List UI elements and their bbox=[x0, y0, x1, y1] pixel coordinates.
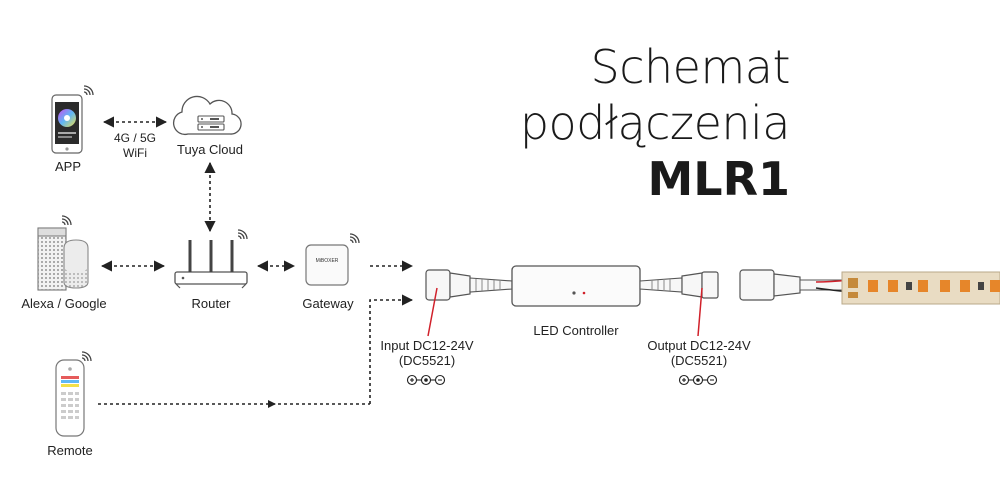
output-pointer-line bbox=[697, 287, 703, 337]
wifi-signal-icon bbox=[61, 215, 72, 226]
remote-icon bbox=[55, 359, 85, 437]
smart-speaker-icon bbox=[37, 227, 89, 291]
input-label: Input DC12-24V (DC5521) bbox=[368, 338, 486, 368]
led-strip-icon bbox=[841, 271, 1000, 305]
router-label: Router bbox=[191, 296, 231, 311]
wifi-signal-icon bbox=[349, 233, 360, 244]
controller-label: LED Controller bbox=[533, 323, 619, 338]
alexa-label: Alexa / Google bbox=[21, 296, 107, 311]
title-line-1: Schemat bbox=[590, 40, 791, 94]
cloud-icon bbox=[173, 95, 242, 136]
input-connector-icon bbox=[425, 269, 513, 301]
link-label: 4G / 5G WiFi bbox=[100, 131, 170, 161]
wifi-signal-icon bbox=[81, 351, 92, 362]
gateway-brand-text: MiBOXER bbox=[316, 258, 339, 264]
arrow-remote-input bbox=[369, 294, 414, 404]
strip-plug-icon bbox=[739, 269, 843, 301]
cloud-label: Tuya Cloud bbox=[177, 142, 243, 157]
polarity-symbol-input bbox=[406, 374, 446, 386]
gateway-label: Gateway bbox=[302, 296, 354, 311]
input-label-line-1: Input DC12-24V bbox=[380, 338, 474, 353]
title-line-3: MLR1 bbox=[647, 152, 790, 206]
title-line-2: podłączenia bbox=[519, 96, 791, 150]
gateway-icon: MiBOXER bbox=[305, 244, 349, 286]
output-label-line-1: Output DC12-24V bbox=[647, 338, 751, 353]
output-connector-icon bbox=[639, 271, 719, 299]
output-label-line-2: (DC5521) bbox=[670, 353, 728, 368]
app-label: APP bbox=[54, 159, 81, 174]
phone-icon bbox=[51, 94, 83, 154]
arrow-head-mid bbox=[268, 400, 276, 408]
link-label-line-1: 4G / 5G bbox=[113, 131, 157, 145]
led-controller-icon bbox=[511, 265, 641, 307]
remote-label: Remote bbox=[47, 443, 93, 458]
wifi-signal-icon bbox=[237, 229, 248, 240]
output-label: Output DC12-24V (DC5521) bbox=[634, 338, 764, 368]
router-icon bbox=[174, 240, 248, 289]
polarity-symbol-output bbox=[678, 374, 718, 386]
input-pointer-line bbox=[427, 287, 438, 337]
wifi-signal-icon bbox=[83, 85, 94, 96]
input-label-line-2: (DC5521) bbox=[398, 353, 456, 368]
link-label-line-2: WiFi bbox=[123, 146, 147, 160]
